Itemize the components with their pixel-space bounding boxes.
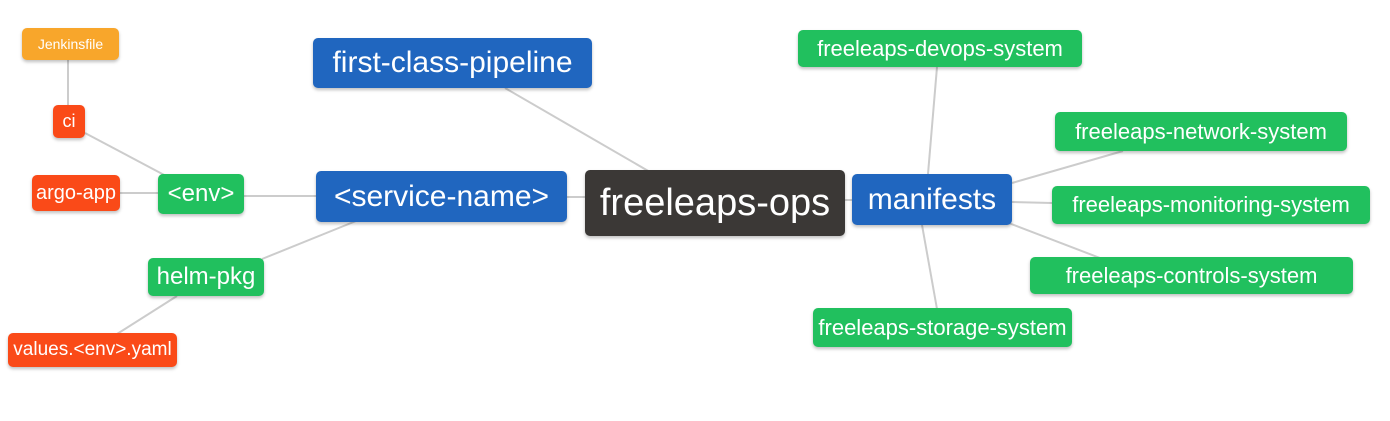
- node-label: manifests: [867, 182, 997, 216]
- node-service-name[interactable]: <service-name>: [316, 171, 567, 222]
- node-env[interactable]: <env>: [158, 174, 244, 214]
- node-label: freeleaps-devops-system: [817, 35, 1063, 61]
- edge-first-class-pipeline-freeleaps-ops: [504, 87, 651, 173]
- node-label: freeleaps-ops: [599, 181, 831, 224]
- edge-manifests-freeleaps-devops-system: [927, 66, 938, 175]
- edge-manifests-freeleaps-storage-system: [921, 224, 938, 310]
- node-jenkinsfile[interactable]: Jenkinsfile: [22, 28, 119, 60]
- node-label: first-class-pipeline: [332, 46, 573, 79]
- edge-helm-pkg-service-name: [261, 220, 357, 260]
- node-label: <service-name>: [333, 179, 550, 213]
- node-values-env-yaml[interactable]: values.<env>.yaml: [8, 333, 177, 367]
- node-freeleaps-ops[interactable]: freeleaps-ops: [585, 170, 845, 236]
- node-label: values.<env>.yaml: [13, 339, 172, 360]
- node-freeleaps-network-system[interactable]: freeleaps-network-system: [1055, 112, 1347, 151]
- node-label: Jenkinsfile: [37, 36, 104, 52]
- node-freeleaps-controls-system[interactable]: freeleaps-controls-system: [1030, 257, 1353, 294]
- node-label: helm-pkg: [156, 263, 256, 290]
- node-freeleaps-devops-system[interactable]: freeleaps-devops-system: [798, 30, 1082, 67]
- node-freeleaps-storage-system[interactable]: freeleaps-storage-system: [813, 308, 1072, 347]
- node-label: <env>: [167, 180, 235, 207]
- node-ci[interactable]: ci: [53, 105, 85, 138]
- node-label: ci: [62, 111, 76, 131]
- node-first-class-pipeline[interactable]: first-class-pipeline: [313, 38, 592, 88]
- node-argo-app[interactable]: argo-app: [32, 175, 120, 211]
- node-helm-pkg[interactable]: helm-pkg: [148, 258, 264, 296]
- node-label: freeleaps-monitoring-system: [1072, 192, 1350, 217]
- node-label: freeleaps-controls-system: [1065, 262, 1318, 288]
- edge-values-env-yaml-helm-pkg: [116, 295, 178, 335]
- node-label: argo-app: [35, 181, 117, 204]
- edge-manifests-freeleaps-network-system: [1011, 150, 1124, 184]
- node-manifests[interactable]: manifests: [852, 174, 1012, 225]
- edge-manifests-freeleaps-controls-system: [1005, 221, 1101, 259]
- node-label: freeleaps-storage-system: [818, 314, 1067, 340]
- edge-ci-env: [84, 132, 169, 178]
- node-label: freeleaps-network-system: [1075, 118, 1327, 144]
- edge-manifests-freeleaps-monitoring-system: [1011, 201, 1053, 204]
- node-freeleaps-monitoring-system[interactable]: freeleaps-monitoring-system: [1052, 186, 1370, 224]
